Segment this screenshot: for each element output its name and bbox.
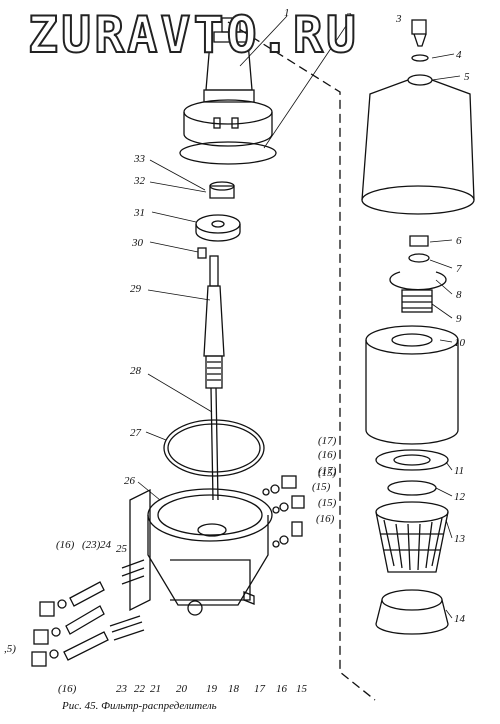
part-bottom-ring <box>375 589 449 635</box>
callout: 33 <box>133 153 146 165</box>
callout: 7 <box>456 263 462 275</box>
callout: 30 <box>131 237 144 249</box>
callout: 23 <box>116 683 128 695</box>
callout: 29 <box>130 283 142 295</box>
part-valve-body <box>183 17 273 147</box>
callout: (15) <box>318 467 337 479</box>
callout: 19 <box>206 683 218 695</box>
callout: (17) <box>318 465 337 477</box>
callout: 27 <box>130 427 142 439</box>
part-fittings-right <box>262 475 305 548</box>
callout: 5 <box>464 71 470 83</box>
callout: (16) <box>318 449 337 461</box>
callout: (23) <box>82 539 101 551</box>
part-cover <box>361 74 475 215</box>
callout: 28 <box>130 365 142 377</box>
callout: 14 <box>454 613 466 625</box>
callout: 31 <box>133 207 145 219</box>
callout: 15 <box>296 683 308 695</box>
callout: 12 <box>454 491 466 503</box>
callout: 21 <box>150 683 161 695</box>
callout: 20 <box>176 683 188 695</box>
figure-caption: Рис. 45. Фильтр-распределитель <box>62 700 217 712</box>
assembly-axis-line <box>227 21 376 701</box>
part-gasket-ring <box>179 141 277 165</box>
part-shaft <box>203 255 225 389</box>
part-mesh-filter <box>375 501 449 573</box>
site-watermark: ZURAVTO.RU <box>27 5 360 65</box>
callout-labels: 1 2 3 4 5 6 7 8 9 10 11 12 13 14 15 16 1… <box>4 7 470 695</box>
callout: 1 <box>284 7 290 19</box>
part-bolts-left <box>31 559 145 667</box>
callout: 17 <box>254 683 266 695</box>
part-top-nut <box>411 19 427 35</box>
callout: (16) <box>56 539 75 551</box>
callout: (16) <box>316 513 335 525</box>
part-seal-ring <box>375 449 449 471</box>
callout: (17) <box>318 435 337 447</box>
leader-lines <box>137 15 461 619</box>
callout: 10 <box>454 337 466 349</box>
callout: 2 <box>346 11 352 23</box>
part-rotor-cup <box>365 325 459 445</box>
callout: 3 <box>395 13 402 25</box>
callout: 32 <box>133 175 146 187</box>
callout: 16 <box>276 683 288 695</box>
part-housing <box>129 488 273 616</box>
callout: 13 <box>454 533 466 545</box>
part-nut <box>209 185 235 199</box>
callout: (15) <box>318 497 337 509</box>
callout: 8 <box>456 289 462 301</box>
part-gasket-small <box>387 480 437 496</box>
part-screw <box>197 247 207 259</box>
part-threaded-bushing <box>401 289 433 313</box>
callout: 18 <box>228 683 240 695</box>
part-o-ring <box>163 419 265 477</box>
part-washer <box>411 54 429 62</box>
callout: 24 <box>100 539 112 551</box>
callout: 9 <box>456 313 462 325</box>
part-washer-small <box>408 253 430 263</box>
part-nut-small <box>409 235 429 247</box>
callout: ,5) <box>4 643 16 655</box>
callout: 25 <box>116 543 128 555</box>
callout: 22 <box>134 683 146 695</box>
part-rod <box>210 387 219 501</box>
callout: (16) <box>58 683 77 695</box>
callout: 26 <box>124 475 136 487</box>
part-snap-ring <box>389 271 447 291</box>
part-flange <box>195 214 241 242</box>
callout: 6 <box>456 235 462 247</box>
callout: 4 <box>456 49 462 61</box>
callout: 11 <box>454 465 464 477</box>
callout: (15) <box>312 481 331 493</box>
